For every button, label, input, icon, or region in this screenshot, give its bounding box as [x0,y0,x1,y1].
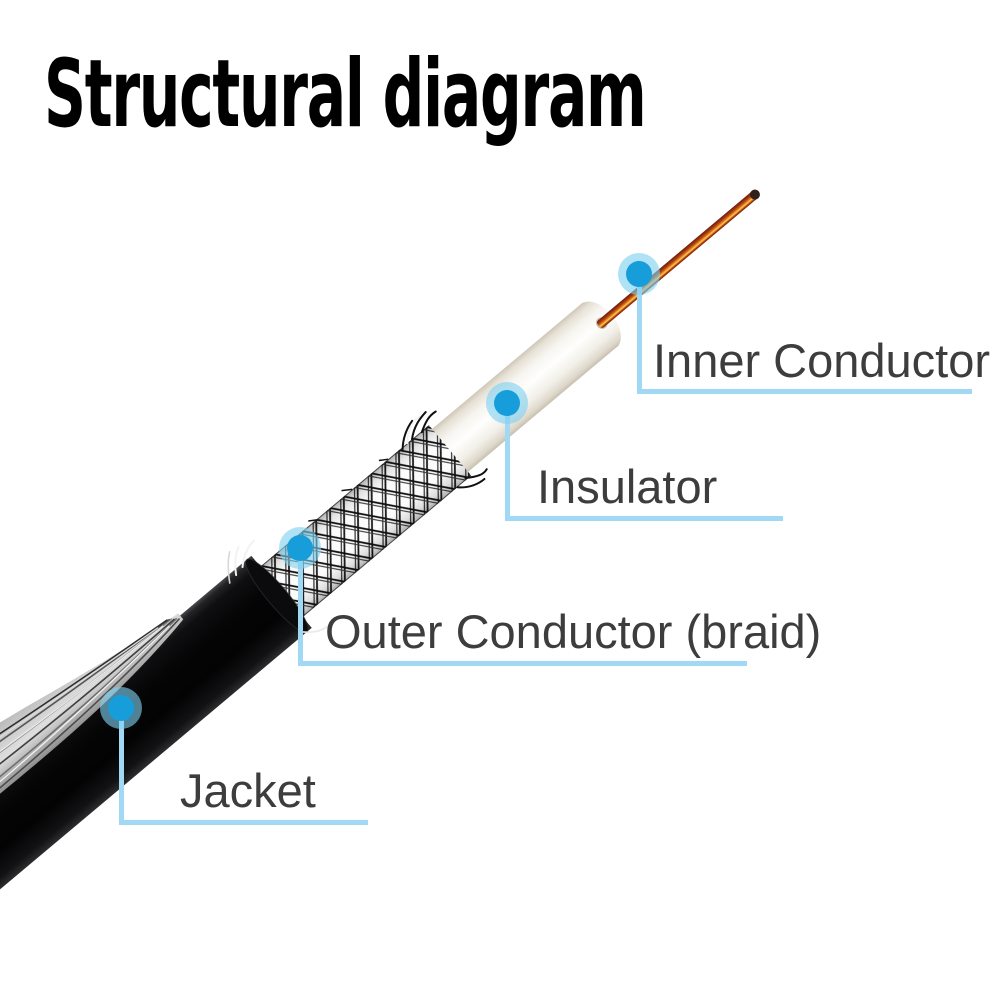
braid-fray-strands [401,410,488,489]
inner-conductor-wire [596,189,760,328]
jacket-segment [0,539,330,1000]
shield-bundle [0,613,184,913]
page-title: Structural diagram [44,40,647,149]
